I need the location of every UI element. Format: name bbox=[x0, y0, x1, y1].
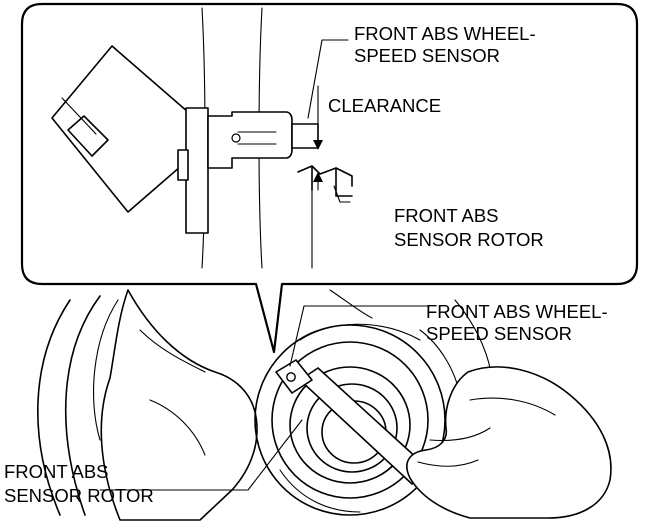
finger-line-3 bbox=[469, 397, 556, 416]
label-inset-rotor-line1: FRONT ABS bbox=[394, 205, 499, 226]
rotor-teeth bbox=[297, 165, 353, 191]
leader-main-sensor bbox=[289, 305, 429, 367]
flange-lug bbox=[177, 149, 189, 181]
knuckle-top bbox=[329, 289, 373, 319]
arrow-up-icon bbox=[313, 172, 323, 182]
shaft-details bbox=[237, 131, 277, 145]
label-main-rotor-line1: FRONT ABS bbox=[4, 461, 109, 482]
finger-line-1 bbox=[417, 459, 479, 467]
sensor-tip bbox=[291, 123, 319, 149]
connector-tab bbox=[67, 115, 109, 157]
label-main-rotor-line2: SENSOR ROTOR bbox=[4, 485, 154, 506]
main-sensor-head bbox=[275, 359, 313, 394]
label-main-sensor-line2: SPEED SENSOR bbox=[426, 323, 572, 344]
label-inset-sensor-line1: FRONT ABS WHEEL- bbox=[354, 23, 536, 44]
disc-outer-arc bbox=[37, 299, 71, 516]
detail-inset bbox=[20, 2, 639, 354]
finger-line-2 bbox=[429, 427, 491, 442]
label-inset-sensor-line2: SPEED SENSOR bbox=[354, 45, 500, 66]
leader-inset-rotor bbox=[333, 185, 351, 203]
sensor-rotor-ring bbox=[289, 366, 411, 484]
label-inset-rotor-line2: SENSOR ROTOR bbox=[394, 229, 544, 250]
hand-crease-1 bbox=[139, 329, 206, 373]
hub-top-detail bbox=[299, 323, 421, 341]
sensor-flange bbox=[185, 107, 209, 234]
arrow-down-icon bbox=[313, 140, 323, 150]
right-hand bbox=[406, 366, 612, 519]
leader-main-rotor bbox=[99, 419, 303, 491]
hub-ring-4 bbox=[306, 383, 398, 473]
main-illustration bbox=[37, 289, 612, 521]
sensor-bolt-icon bbox=[286, 372, 296, 382]
inset-frame bbox=[20, 2, 639, 354]
sensor-shaft bbox=[207, 111, 293, 169]
hand-shape bbox=[100, 289, 258, 521]
label-clearance: CLEARANCE bbox=[328, 95, 441, 116]
leader-inset-sensor bbox=[307, 39, 349, 119]
hub-ring-2 bbox=[271, 341, 429, 499]
hub-lower-detail bbox=[279, 469, 361, 513]
rotor-edge bbox=[335, 167, 353, 197]
clearance-indicator bbox=[313, 85, 323, 191]
connector-edge bbox=[61, 97, 97, 135]
hand-crease-2 bbox=[149, 399, 206, 456]
disc-detail-arc bbox=[93, 299, 119, 441]
disc-inner-arc bbox=[64, 295, 101, 516]
shaft-ring bbox=[231, 133, 241, 143]
label-main-sensor-line1: FRONT ABS WHEEL- bbox=[426, 301, 608, 322]
